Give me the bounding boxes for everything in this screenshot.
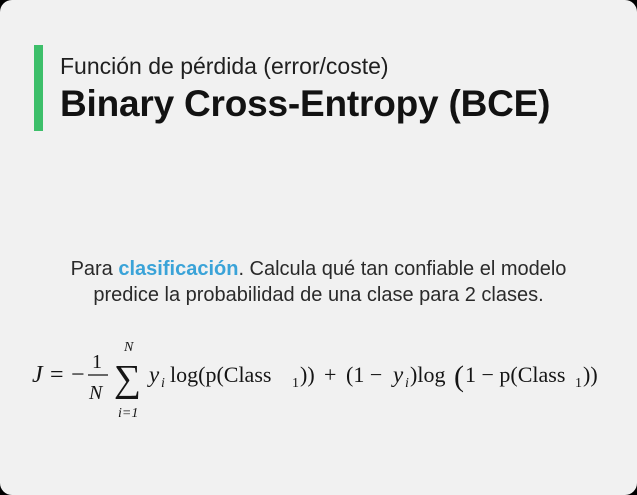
- formula-frac-den: N: [88, 382, 104, 404]
- formula-lhs: J: [32, 362, 44, 388]
- formula-term2-open: (1 −: [346, 362, 382, 387]
- formula-term1: log(p(Class: [170, 362, 271, 387]
- formula-y1: y: [147, 362, 160, 387]
- slide-subtitle: Función de pérdida (error/coste): [60, 53, 389, 79]
- formula-frac-num: 1: [92, 351, 102, 373]
- formula-minus: −: [71, 362, 85, 388]
- formula-y2: y: [391, 362, 404, 387]
- formula-y2-sub: i: [405, 376, 409, 391]
- formula-plus: +: [324, 362, 336, 387]
- description-line2: predice la probabilidad de una clase par…: [93, 284, 544, 306]
- bce-formula: J = − 1 N N ∑ i=1 y i log(p(Class 1 )) +…: [32, 340, 598, 421]
- description-line1: . Calcula qué tan confiable el modelo: [238, 258, 567, 280]
- description-keyword: clasificación: [118, 258, 239, 280]
- formula-term3: 1 − p(Class: [465, 362, 565, 387]
- sum-lower-limit: i=1: [118, 406, 138, 421]
- sum-upper-limit: N: [123, 340, 134, 355]
- slide-title: Binary Cross-Entropy (BCE): [60, 83, 551, 124]
- slide-description: Para clasificación. Calcula qué tan conf…: [0, 256, 637, 308]
- formula-term3-sub: 1: [575, 376, 582, 391]
- description-lead: Para: [70, 258, 119, 280]
- formula-term1-close: )): [300, 362, 315, 387]
- formula-y1-sub: i: [161, 376, 165, 391]
- formula-term1-sub: 1: [292, 376, 299, 391]
- accent-bar: [34, 45, 43, 131]
- sum-symbol: ∑: [114, 358, 141, 400]
- formula-big-paren-left: (: [454, 360, 464, 393]
- formula-equals: =: [50, 362, 64, 388]
- formula-term2-close: )log: [410, 362, 445, 387]
- formula-term3-close: )): [583, 362, 598, 387]
